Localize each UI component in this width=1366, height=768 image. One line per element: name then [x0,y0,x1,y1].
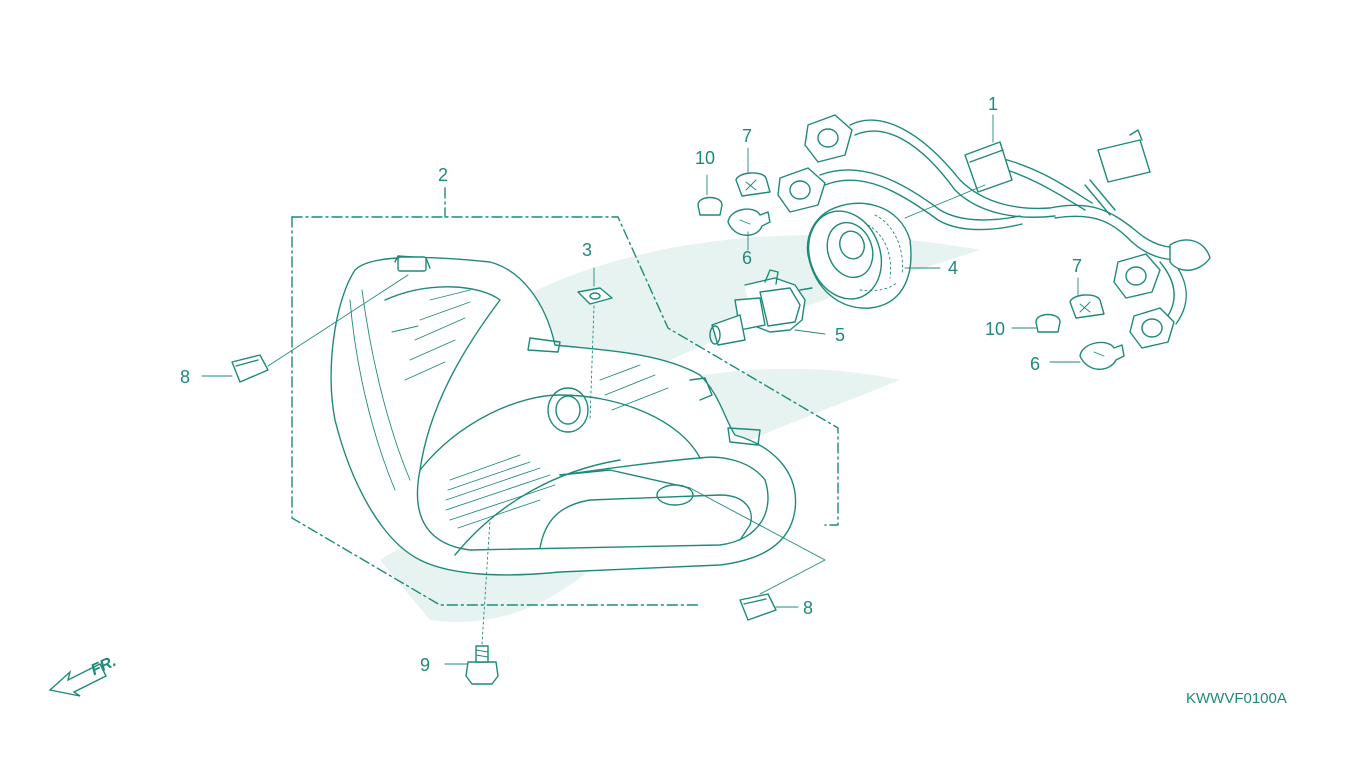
callout-1: 1 [988,94,998,114]
mount-clip-left [201,274,409,383]
wire-harness [777,114,1211,349]
callout-6-lower: 6 [1030,354,1040,374]
drawing-code: KWWVF0100A [1186,690,1287,707]
bulb-10-lower [1011,313,1061,333]
callout-4: 4 [948,258,958,278]
bulb-6-lower [1049,341,1125,370]
bulb-10-upper [697,174,723,216]
bulb-7-upper [735,147,771,197]
callout-6-upper: 6 [742,248,752,268]
direction-label: FR. [88,653,119,679]
headlight-housing [330,255,797,576]
halogen-bulb [709,269,826,346]
callout-7-lower: 7 [1072,256,1082,276]
clip-nut [577,267,613,421]
callout-5: 5 [835,325,845,345]
callout-8-right: 8 [803,598,813,618]
callout-9: 9 [420,655,430,675]
callout-10-lower: 10 [985,319,1005,339]
arrow-down-left-icon [48,663,107,697]
callout-7-upper: 7 [742,126,752,146]
callout-3: 3 [582,240,592,260]
bulb-6-upper [727,208,771,251]
assembly-outline [291,187,839,606]
callout-10-upper: 10 [695,148,715,168]
callout-8-left: 8 [180,367,190,387]
callout-2: 2 [438,165,448,185]
mount-clip-right [689,487,826,621]
bulb-7-lower [1069,277,1105,319]
dust-cover [806,202,941,309]
mounting-screw [444,519,499,685]
